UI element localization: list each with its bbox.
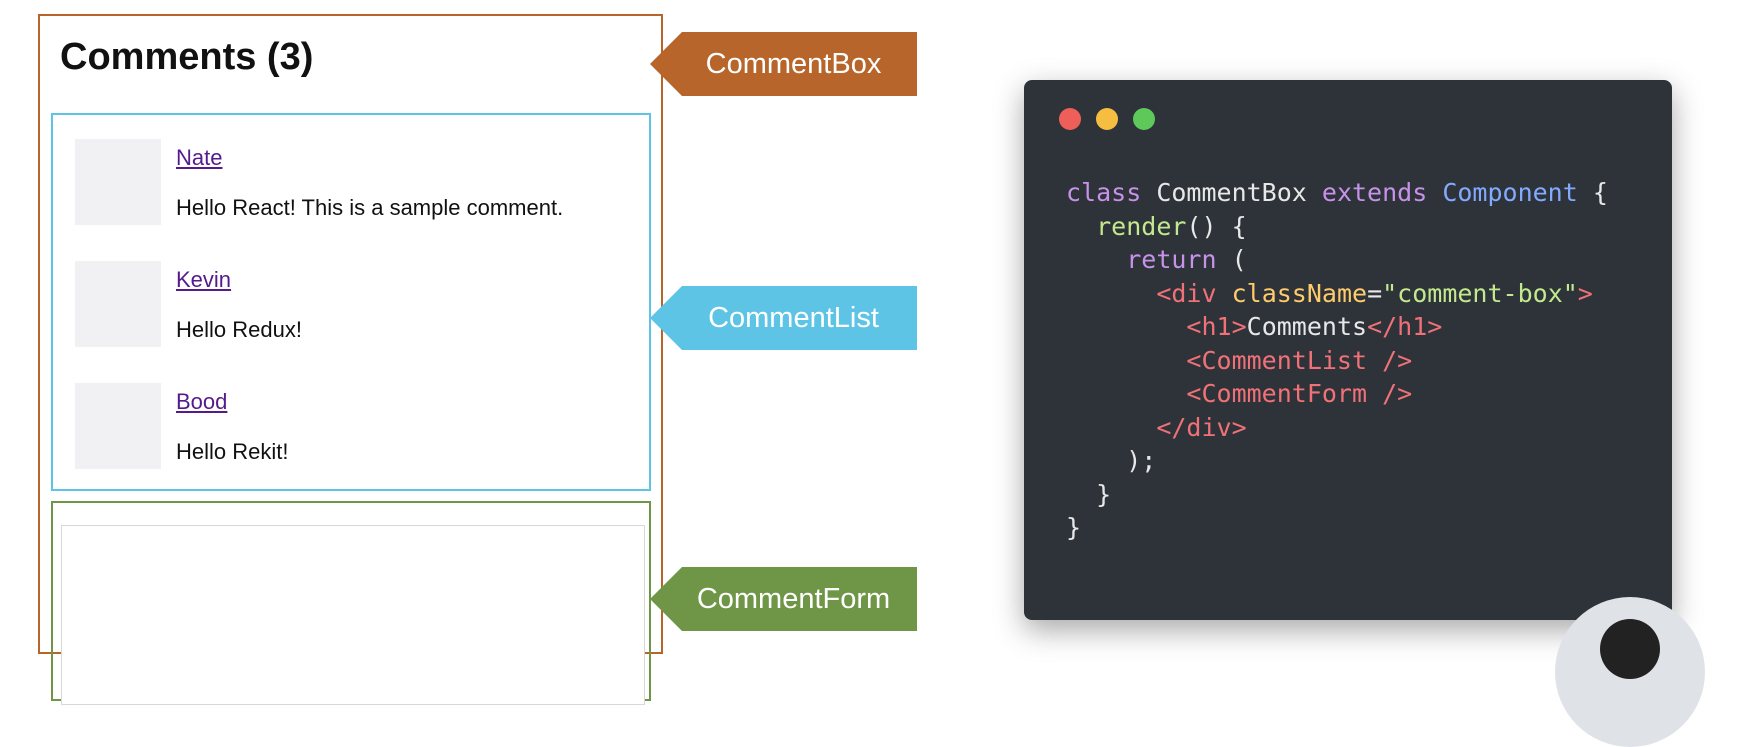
code-token: class	[1066, 178, 1142, 207]
comment-list-tag: CommentList	[650, 286, 917, 350]
code-token: CommentBox	[1156, 178, 1307, 207]
code-token: =	[1367, 278, 1383, 308]
code-token: render	[1096, 211, 1187, 241]
code-token: );	[1126, 446, 1157, 475]
comment-form-tag: CommentForm	[650, 567, 917, 631]
comment-form-panel	[51, 501, 651, 705]
comment-author-link[interactable]: Bood	[176, 389, 228, 414]
code-token: {	[1592, 178, 1608, 207]
presenter-avatar	[1555, 597, 1705, 747]
comment-item: Nate Hello React! This is a sample comme…	[75, 139, 635, 229]
code-token: <div	[1156, 278, 1217, 308]
code-token: Comments	[1246, 312, 1368, 341]
code-token: <CommentList />	[1186, 345, 1413, 375]
comment-text: Hello React! This is a sample comment.	[176, 195, 564, 220]
code-token: <h1>	[1186, 312, 1247, 341]
comment-box-panel: Comments (3) Nate Hello React! This is a…	[38, 14, 663, 705]
code-token: () {	[1186, 211, 1247, 241]
code-token: Component	[1442, 178, 1578, 207]
comment-list-panel: Nate Hello React! This is a sample comme…	[51, 113, 651, 491]
code-token: "comment-box"	[1382, 278, 1578, 308]
comment-item: Kevin Hello Redux!	[75, 261, 635, 351]
comments-title: Comments (3)	[60, 36, 314, 78]
code-token: </h1>	[1367, 312, 1443, 341]
code-token: </div>	[1156, 412, 1247, 442]
comment-item: Bood Hello Rekit!	[75, 383, 635, 473]
code-token: >	[1577, 278, 1593, 308]
avatar	[75, 139, 161, 225]
comment-text: Hello Rekit!	[176, 439, 289, 464]
code-token: return	[1126, 245, 1217, 274]
code-token: }	[1066, 513, 1082, 542]
maximize-dot-icon	[1133, 108, 1155, 130]
avatar	[75, 261, 161, 347]
close-dot-icon	[1059, 108, 1081, 130]
comment-textarea[interactable]	[61, 525, 645, 705]
comment-author-link[interactable]: Nate	[176, 145, 223, 170]
code-token: className	[1231, 278, 1368, 308]
comment-text: Hello Redux!	[176, 317, 302, 342]
code-window: class CommentBox extends Component { ren…	[1024, 80, 1672, 620]
code-token: <CommentForm />	[1186, 379, 1413, 408]
code-block: class CommentBox extends Component { ren…	[1066, 176, 1608, 545]
comment-box-tag: CommentBox	[650, 32, 917, 96]
code-token: (	[1231, 245, 1247, 274]
avatar	[75, 383, 161, 469]
code-token: }	[1096, 479, 1112, 509]
comment-author-link[interactable]: Kevin	[176, 267, 232, 292]
minimize-dot-icon	[1096, 108, 1118, 130]
presenter-head-icon	[1600, 619, 1660, 679]
code-token: extends	[1321, 178, 1428, 207]
